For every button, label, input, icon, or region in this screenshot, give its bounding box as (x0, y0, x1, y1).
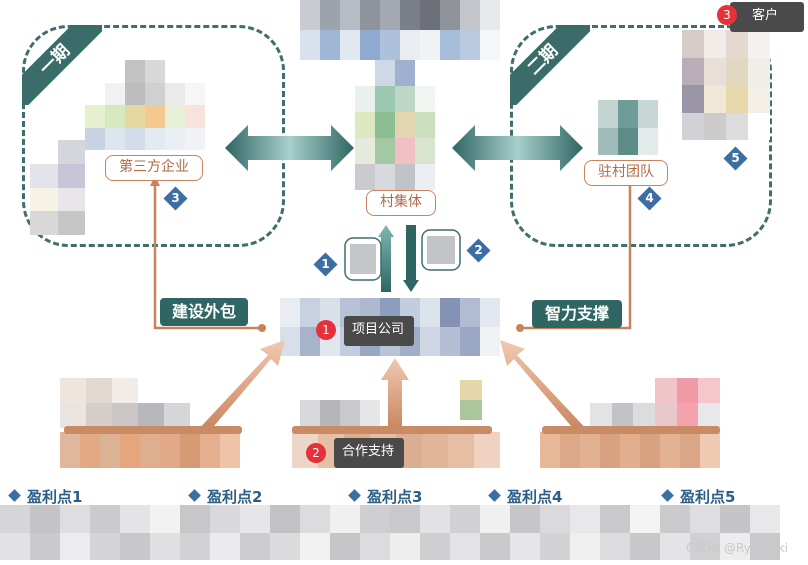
profit-point-1: 盈利点1 (8, 486, 82, 507)
entity-third-party: 第三方企业 (105, 155, 203, 181)
profit-point-3: 盈利点3 (348, 486, 422, 507)
tooltip-project-company[interactable]: 项目公司 (344, 316, 414, 346)
tooltip-customer[interactable]: 客户 (730, 2, 804, 32)
diamond-icon (348, 489, 361, 502)
pixelated-image (598, 100, 658, 155)
entity-resident-team: 驻村团队 (584, 160, 668, 186)
platform-arrow-right (500, 340, 590, 433)
marker-1: 1 (313, 252, 338, 277)
pixelated-image (590, 378, 720, 428)
pixelated-image (460, 380, 482, 420)
pixelated-image (60, 378, 190, 428)
label-intellectual: 智力支撑 (532, 300, 622, 328)
watermark: CSDN @Ryo_Yuki (686, 541, 788, 555)
tooltip-badge: 2 (306, 443, 326, 463)
up-arrow (378, 225, 394, 292)
pixelated-image (85, 60, 225, 150)
tooltip-cooperation[interactable]: 合作支持 (334, 438, 404, 468)
tooltip-customer-text: 客户 (752, 8, 779, 23)
pixelated-image (540, 432, 720, 468)
platform-arrow-center (381, 358, 409, 432)
connector-construction (153, 182, 262, 330)
profit-point-4: 盈利点4 (488, 486, 562, 507)
double-arrow-left (225, 125, 354, 171)
pixelated-image (300, 400, 380, 430)
marker-2: 2 (466, 238, 491, 263)
profit-point-5: 盈利点5 (661, 486, 735, 507)
tooltip-badge: 1 (316, 320, 336, 340)
pixelated-image (30, 140, 85, 235)
label-construction: 建设外包 (160, 298, 248, 326)
platform-arrow-left (195, 340, 285, 433)
marker-5: 5 (723, 146, 748, 171)
diamond-icon (188, 489, 201, 502)
diamond-icon (8, 489, 21, 502)
profit-point-2: 盈利点2 (188, 486, 262, 507)
connector-intellectual (520, 182, 632, 330)
double-arrow-right (452, 125, 583, 171)
pixelated-image (300, 0, 500, 60)
entity-village: 村集体 (366, 190, 436, 216)
down-arrow (403, 225, 419, 292)
marker-4: 4 (637, 186, 662, 211)
marker-3: 3 (163, 186, 188, 211)
pixelated-image (660, 30, 770, 140)
diamond-icon (488, 489, 501, 502)
pixelated-image (355, 60, 435, 190)
tooltip-badge: 3 (717, 5, 737, 25)
diamond-icon (661, 489, 674, 502)
tooltip-cooperation-text: 合作支持 (342, 444, 395, 459)
pixelated-image (0, 505, 780, 560)
tooltip-project-company-text: 项目公司 (352, 322, 405, 337)
pixelated-image (60, 432, 240, 468)
